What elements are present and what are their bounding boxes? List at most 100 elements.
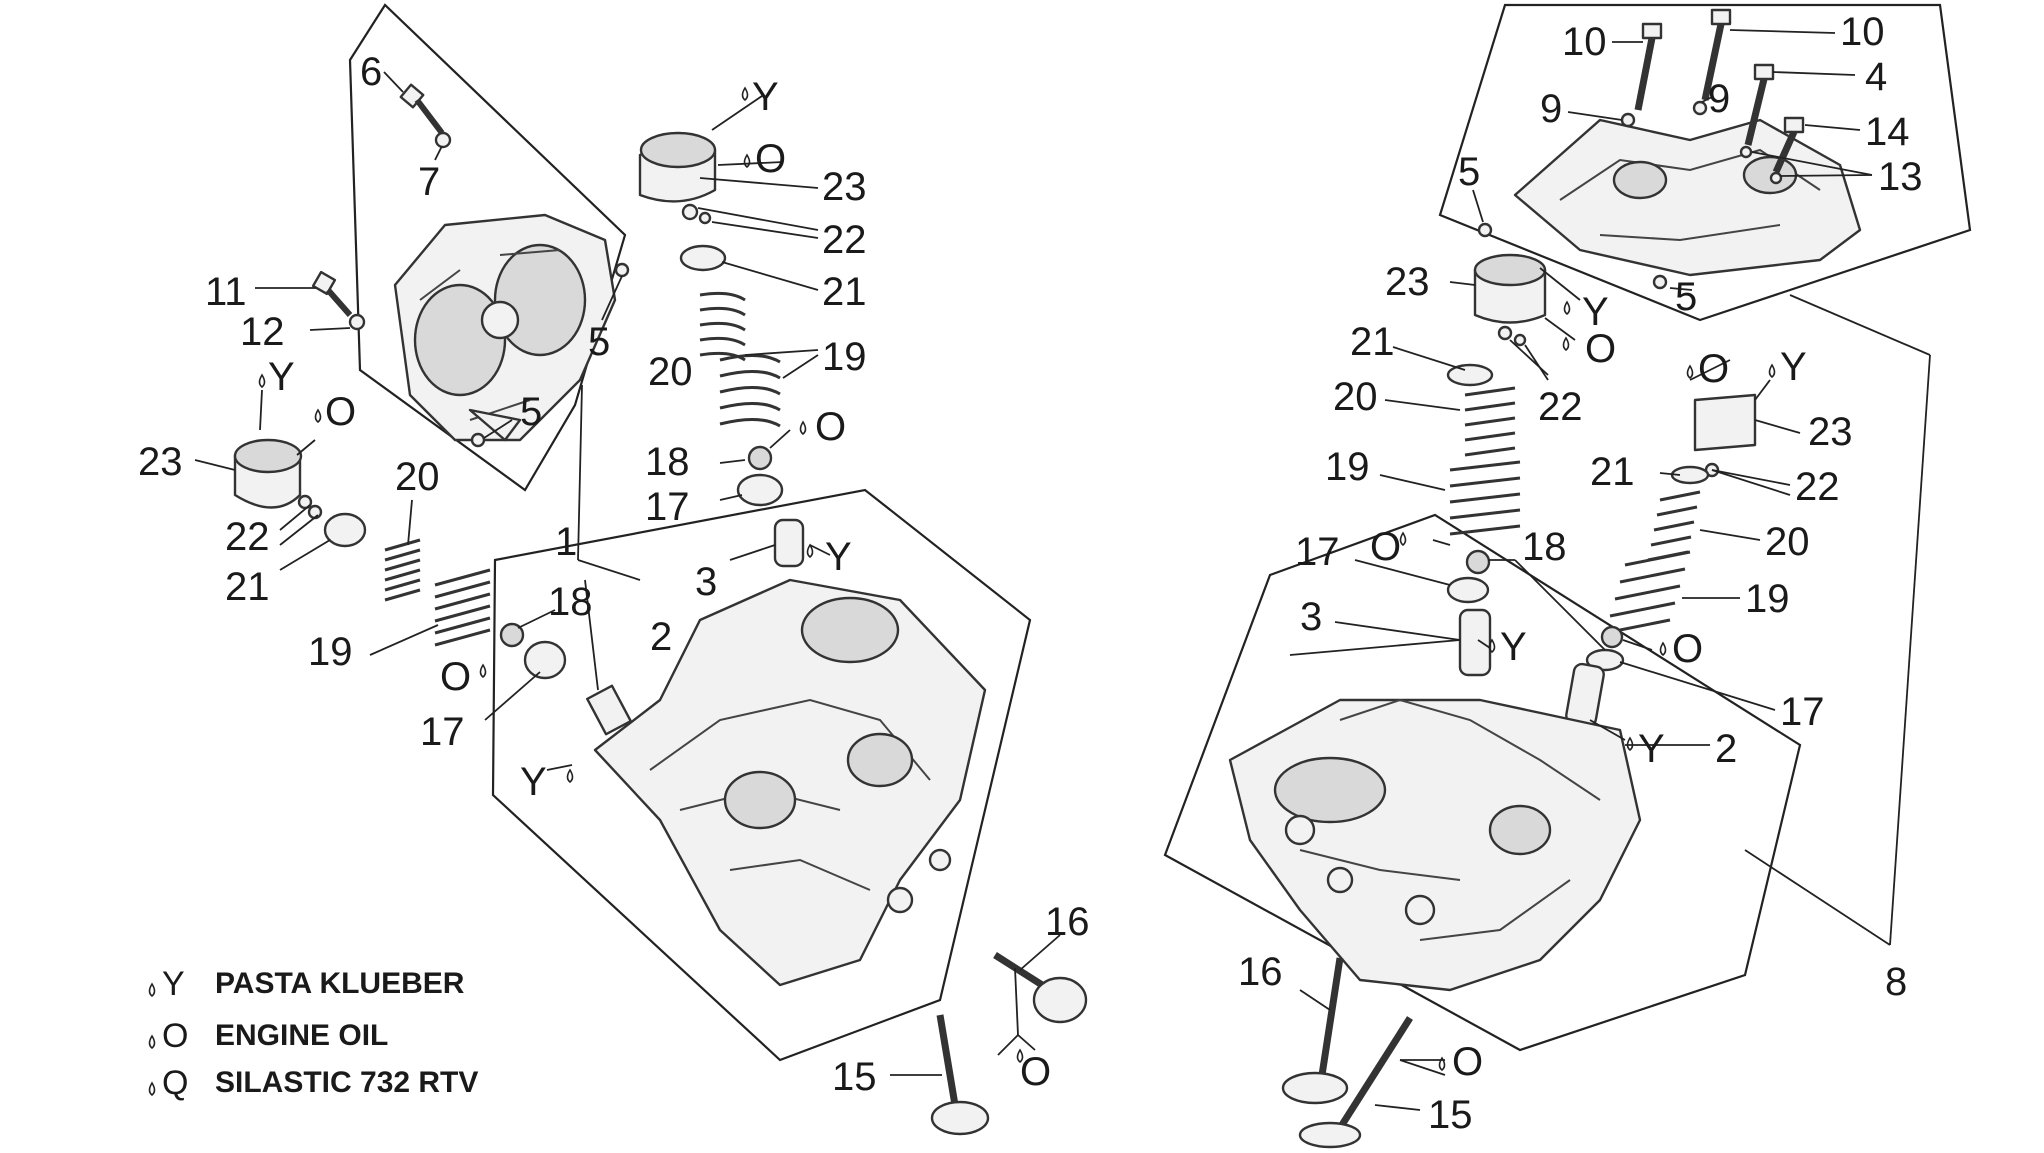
callout-7: 7 [418,160,440,204]
washer-9-left [1620,112,1636,128]
drop-icon [1659,641,1667,657]
callout-13: 13 [1878,155,1923,199]
callout-17: 17 [1780,690,1825,734]
spring-cap-21-right-a [1446,363,1494,387]
drop-icon [1488,638,1496,654]
callout-21: 21 [822,270,867,314]
tappet-23-center [638,131,717,203]
drop-icon [148,1034,156,1050]
callout-5: 5 [1458,150,1480,194]
callout-2: 2 [650,615,672,659]
legend-row-engine-oil: O ENGINE OIL [148,1017,388,1055]
drop-icon [1399,531,1407,547]
callout-5: 5 [588,320,610,364]
drop-icon [1438,1056,1446,1072]
shim-22-right-a2 [1513,333,1527,347]
bolt-10-left [1634,22,1663,111]
valve-16-left [993,952,1088,1024]
callout-y: Y [1780,345,1807,389]
drop-icon [258,373,266,389]
callout-22: 22 [822,218,867,262]
legend-text: PASTA KLUEBER [215,967,465,1000]
callout-19: 19 [822,335,867,379]
callout-y: Y [825,535,852,579]
drop-icon [806,543,814,559]
valve-guide-2-right [1565,662,1605,728]
bolt-14 [1772,116,1805,174]
callout-o: O [1698,347,1729,391]
dowel-5-lower-left [470,432,486,448]
spring-seat-17-center [736,473,784,507]
callout-12: 12 [240,310,285,354]
callout-20: 20 [1333,375,1378,419]
callout-o: O [1452,1040,1483,1084]
callout-14: 14 [1865,110,1910,154]
drop-icon [799,420,807,436]
drop-icon [479,663,487,679]
camshaft-cover-left [393,213,617,442]
callout-8: 8 [1885,960,1907,1004]
inner-spring-20-right-b [1647,490,1701,562]
drop-icon [1768,363,1776,379]
valve-seal-18-center [747,445,773,471]
callout-5: 5 [520,390,542,434]
callout-23: 23 [822,165,867,209]
callout-23: 23 [1808,410,1853,454]
valve-15-left [930,1014,990,1136]
callout-17: 17 [645,485,690,529]
callout-18: 18 [1522,525,1567,569]
callout-o: O [440,655,471,699]
callout-20: 20 [1765,520,1810,564]
washer-13-a [1739,145,1753,159]
callout-10: 10 [1840,10,1885,54]
callout-1: 1 [555,520,577,564]
assembly-frames [348,3,1972,1062]
callout-y: Y [1500,625,1527,669]
callout-22: 22 [1538,385,1583,429]
callout-10: 10 [1562,20,1607,64]
callout-22: 22 [225,515,270,559]
valve-16-right [1281,957,1349,1105]
callout-15: 15 [1428,1093,1473,1137]
callout-9: 9 [1540,87,1562,131]
tappet-23-right-b [1693,393,1757,452]
frame-left-camshaft-cover [348,3,627,492]
shim-22-left-b [307,504,323,520]
callout-20: 20 [395,455,440,499]
callout-o: O [1020,1050,1051,1094]
legend: Y PASTA KLUEBER O ENGINE OIL Q SILASTIC … [148,965,478,1102]
spring-seat-17-right-a [1446,576,1490,604]
tappet-23-left [233,438,303,509]
callout-2: 2 [1715,727,1737,771]
callout-y: Y [1638,727,1665,771]
valve-guide-3-center [773,518,805,568]
legend-text: ENGINE OIL [215,1019,388,1052]
camshaft-cover-right [1513,118,1862,277]
callout-23: 23 [138,440,183,484]
drop-icon [741,86,749,102]
callout-17: 17 [1295,530,1340,574]
callout-labels: 6 7 11 12 5 5 23 Y O 22 21 20 19 18 O 17… [138,10,1923,1137]
outer-spring-19-right-a [1449,460,1521,536]
callout-y: Y [520,760,547,804]
callout-11: 11 [205,270,247,314]
drop-icons [258,86,1776,1072]
bolt-11 [311,270,353,317]
drop-icon [1686,364,1694,380]
callout-o: O [755,137,786,181]
dowel-5-right-b [1652,274,1668,290]
drop-icon [1562,336,1570,352]
drop-icon [1016,1048,1024,1064]
legend-symbol: Y [162,965,185,1003]
drop-icon [1563,300,1571,316]
callout-19: 19 [1325,445,1370,489]
dowel-5-right-a [1477,222,1493,238]
bolt-6 [399,83,445,135]
valve-seal-18-right-a [1465,549,1491,575]
legend-row-silastic: Q SILASTIC 732 RTV [148,1064,478,1102]
callout-19: 19 [308,630,353,674]
drop-icon [566,768,574,784]
frame-right-camshaft-cover [1438,3,1972,322]
callout-18: 18 [645,440,690,484]
callout-6: 6 [360,50,382,94]
